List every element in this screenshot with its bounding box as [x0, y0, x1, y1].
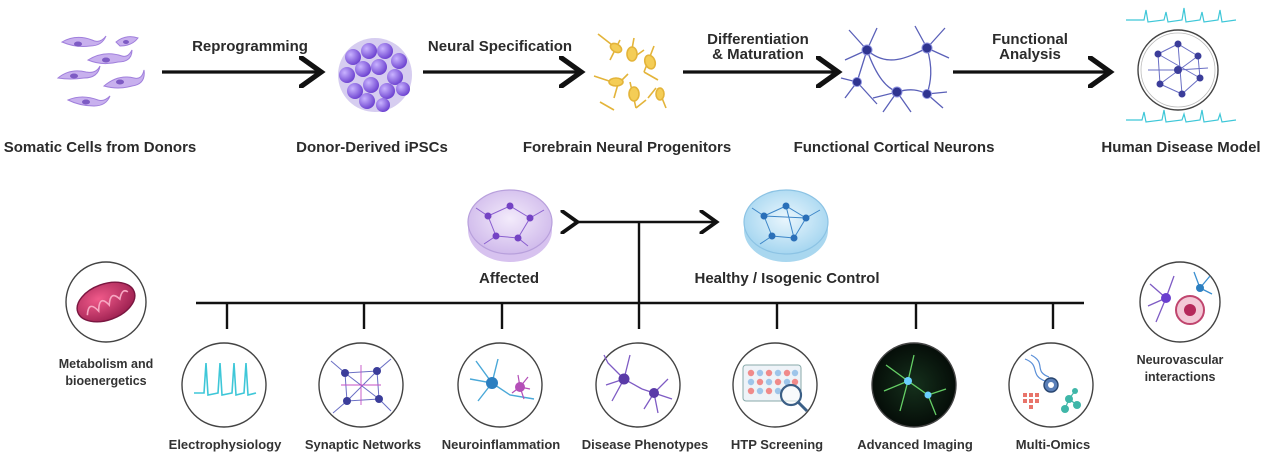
stage-label-cortical: Functional Cortical Neurons [793, 139, 995, 156]
group-label-control: Healthy / Isogenic Control [694, 270, 880, 287]
neural-progenitor-icon [593, 33, 667, 111]
comparison-tree [196, 222, 1084, 329]
neural-network-dish-icon [1126, 7, 1237, 123]
side-label-neurovascular-line1: Neurovascular [1136, 353, 1224, 367]
assay-label-neuroinflammation: Neuroinflammation [441, 437, 561, 452]
synaptic-network-icon [318, 342, 404, 428]
affected-dish-icon [467, 189, 553, 262]
assay-label-htp-screening: HTP Screening [730, 437, 824, 452]
somatic-cells-icon [56, 35, 145, 107]
assay-label-synaptic-networks: Synaptic Networks [304, 437, 422, 452]
mitochondrion-icon [65, 261, 147, 343]
assay-label-multi-omics: Multi-Omics [1015, 437, 1091, 452]
cortical-neuron-icon [840, 25, 950, 113]
stage-label-ipsc: Donor-Derived iPSCs [296, 139, 448, 156]
stage-label-progenitors: Forebrain Neural Progenitors [522, 139, 732, 156]
transition-label-maturation: & Maturation [712, 46, 804, 63]
disease-neuron-icon [595, 342, 681, 428]
action-potential-icon [181, 342, 267, 428]
side-label-neurovascular-line2: interactions [1144, 370, 1216, 384]
transition-label-analysis: Analysis [999, 46, 1061, 63]
ipsc-cluster-icon [338, 38, 412, 112]
transition-label-neural-specification: Neural Specification [427, 38, 573, 55]
assay-label-disease-phenotypes: Disease Phenotypes [581, 437, 709, 452]
transition-label-differentiation: Differentiation [707, 31, 809, 48]
fluorescence-image-icon [871, 342, 957, 428]
side-label-metabolism-line2: bioenergetics [65, 374, 147, 388]
transition-label-functional: Functional [992, 31, 1068, 48]
stage-label-somatic: Somatic Cells from Donors [3, 139, 197, 156]
group-label-affected: Affected [478, 270, 540, 287]
multi-omics-icon [1008, 342, 1094, 428]
stage-label-model: Human Disease Model [1101, 139, 1261, 156]
control-dish-icon [743, 189, 829, 262]
well-plate-icon [732, 342, 818, 428]
neurovascular-icon [1139, 261, 1221, 343]
transition-label-reprogramming: Reprogramming [192, 38, 308, 55]
microglia-neuron-icon [457, 342, 543, 428]
side-label-metabolism-line1: Metabolism and [58, 357, 154, 371]
assay-label-electrophysiology: Electrophysiology [168, 437, 282, 452]
assay-label-advanced-imaging: Advanced Imaging [857, 437, 973, 452]
